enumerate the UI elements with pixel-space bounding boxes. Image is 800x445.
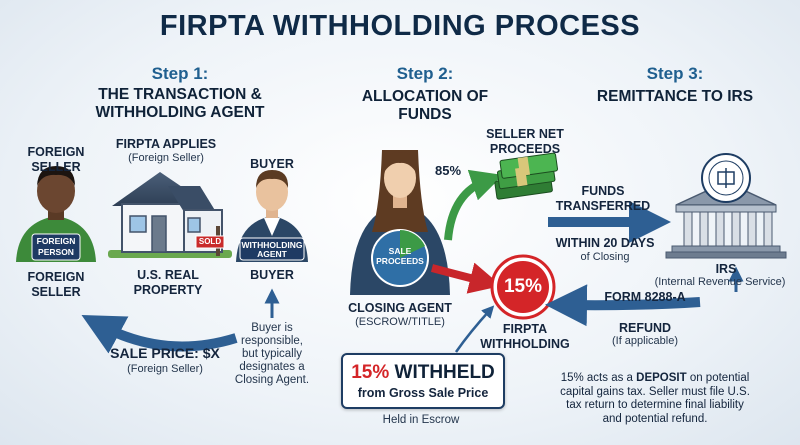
sold-sign: SOLD xyxy=(198,237,222,246)
withheld-callout-sub: from Gross Sale Price xyxy=(357,386,489,400)
withholding-agent-badge-line1: WITHHOLDING xyxy=(241,240,303,250)
deposit-note-line1: 15% acts as a DEPOSIT on potential xyxy=(520,372,790,386)
sale-price-label: SALE PRICE: $X xyxy=(110,345,220,361)
seller-net-label-line2: PROCEEDS xyxy=(489,142,561,156)
deposit-note-line: capital gains tax. Seller must file U.S. xyxy=(560,385,750,398)
deposit-note-line: tax return to determine final liability xyxy=(566,399,744,411)
closing-agent-label: CLOSING AGENT xyxy=(348,301,452,315)
buyer-bottom-label: BUYER xyxy=(250,268,294,282)
foreign-person-badge-line2: PERSON xyxy=(38,247,74,257)
irs-seal-icon xyxy=(701,153,751,203)
funds-label-line2: TRANSFERRED xyxy=(555,199,651,213)
step2-number: Step 2: xyxy=(396,64,454,83)
withholding-agent-badge-line2: AGENT xyxy=(257,249,287,259)
sale-flow-arrow xyxy=(81,315,238,354)
foreign-seller-icon xyxy=(16,166,96,262)
seller-net-label-line1: SELLER NET xyxy=(486,127,564,141)
seller-bottom-label-line2: SELLER xyxy=(31,285,81,299)
buyer-note-line: designates a xyxy=(239,361,305,373)
deposit-note-line: and potential refund. xyxy=(602,412,708,425)
deposit-note: 15% acts as a DEPOSIT on potential capit… xyxy=(520,372,790,426)
buyer-top-label: BUYER xyxy=(250,157,294,171)
withholding-circle xyxy=(490,254,556,320)
irs-label: IRS xyxy=(715,262,737,276)
sale-proceeds-pie xyxy=(371,229,429,287)
seller-top-label-line1: FOREIGN xyxy=(27,145,85,159)
irs-sub: (Internal Revenue Service) xyxy=(654,276,786,288)
firpta-applies-sub: (Foreign Seller) xyxy=(128,152,204,164)
step3-title: REMITTANCE TO IRS xyxy=(596,88,754,105)
refund-sub: (If applicable) xyxy=(611,335,679,347)
withholding-label-line1: FIRPTA xyxy=(502,322,548,336)
deposit-note-bold: DEPOSIT xyxy=(636,372,687,384)
escrow-connector-arrow xyxy=(454,305,495,353)
withheld-callout-pct: 15% xyxy=(351,362,390,383)
deposit-note-post: on potential xyxy=(686,372,750,384)
sale-price-sub: (Foreign Seller) xyxy=(127,363,203,375)
sale-proceeds-label-line2: PROCEEDS xyxy=(376,256,424,266)
held-in-escrow-label: Held in Escrow xyxy=(382,414,460,426)
refund-label: REFUND xyxy=(618,321,672,335)
step3-number: Step 3: xyxy=(646,64,704,83)
form-8288a-label: FORM 8288-A xyxy=(604,290,686,304)
buyer-note-line: responsible, xyxy=(240,335,303,347)
sale-proceeds-label-line1: SALE xyxy=(388,246,412,256)
withholding-label-line2: WITHHOLDING xyxy=(480,337,570,351)
foreign-person-badge-line1: FOREIGN xyxy=(36,236,76,246)
withheld-callout-word: WITHHELD xyxy=(389,362,495,383)
closing-agent-sub: (ESCROW/TITLE) xyxy=(355,316,445,328)
foreign-person-badge: FOREIGN PERSON xyxy=(32,236,80,258)
seller-bottom-label-line1: FOREIGN xyxy=(27,270,85,284)
money-stack-icon xyxy=(494,152,559,200)
buyer-note-line: Buyer is xyxy=(251,322,293,334)
deposit-note-pre: 15% acts as a xyxy=(560,372,637,384)
withholding-pct: 15% xyxy=(503,276,543,297)
step2-title: ALLOCATION OF FUNDS xyxy=(361,88,489,123)
step1-number: Step 1: xyxy=(151,64,209,83)
seller-top-label-line2: SELLER xyxy=(31,160,81,174)
withholding-agent-badge: WITHHOLDING AGENT xyxy=(240,241,304,259)
withholding-arrow xyxy=(430,262,502,294)
property-label-line2: PROPERTY xyxy=(133,283,203,297)
buyer-note-line: Closing Agent. xyxy=(234,374,310,386)
within-20-days-label: WITHIN 20 DAYS xyxy=(555,236,655,250)
house-icon xyxy=(108,172,232,258)
pct-85-label: 85% xyxy=(434,163,462,178)
buyer-icon xyxy=(236,170,308,262)
buyer-note-line: but typically xyxy=(241,348,303,360)
withheld-callout: 15% WITHHELD from Gross Sale Price xyxy=(341,353,505,409)
buyer-note: Buyer is responsible, but typically desi… xyxy=(226,322,318,387)
firpta-applies-label: FIRPTA APPLIES xyxy=(115,137,217,151)
of-closing-label: of Closing xyxy=(580,251,630,263)
property-label-line1: U.S. REAL xyxy=(137,268,199,282)
withheld-callout-title: 15% WITHHELD xyxy=(343,362,503,384)
net-proceeds-arrow xyxy=(444,169,504,241)
funds-label-line1: FUNDS xyxy=(581,184,625,198)
step1-title-line2: WITHHOLDING AGENT xyxy=(95,104,265,121)
step1-title-line1: THE TRANSACTION & xyxy=(98,86,262,103)
page-title: FIRPTA WITHHOLDING PROCESS xyxy=(159,10,641,42)
sale-proceeds-label: SALE PROCEEDS xyxy=(372,246,428,266)
refund-arrow xyxy=(545,284,701,327)
